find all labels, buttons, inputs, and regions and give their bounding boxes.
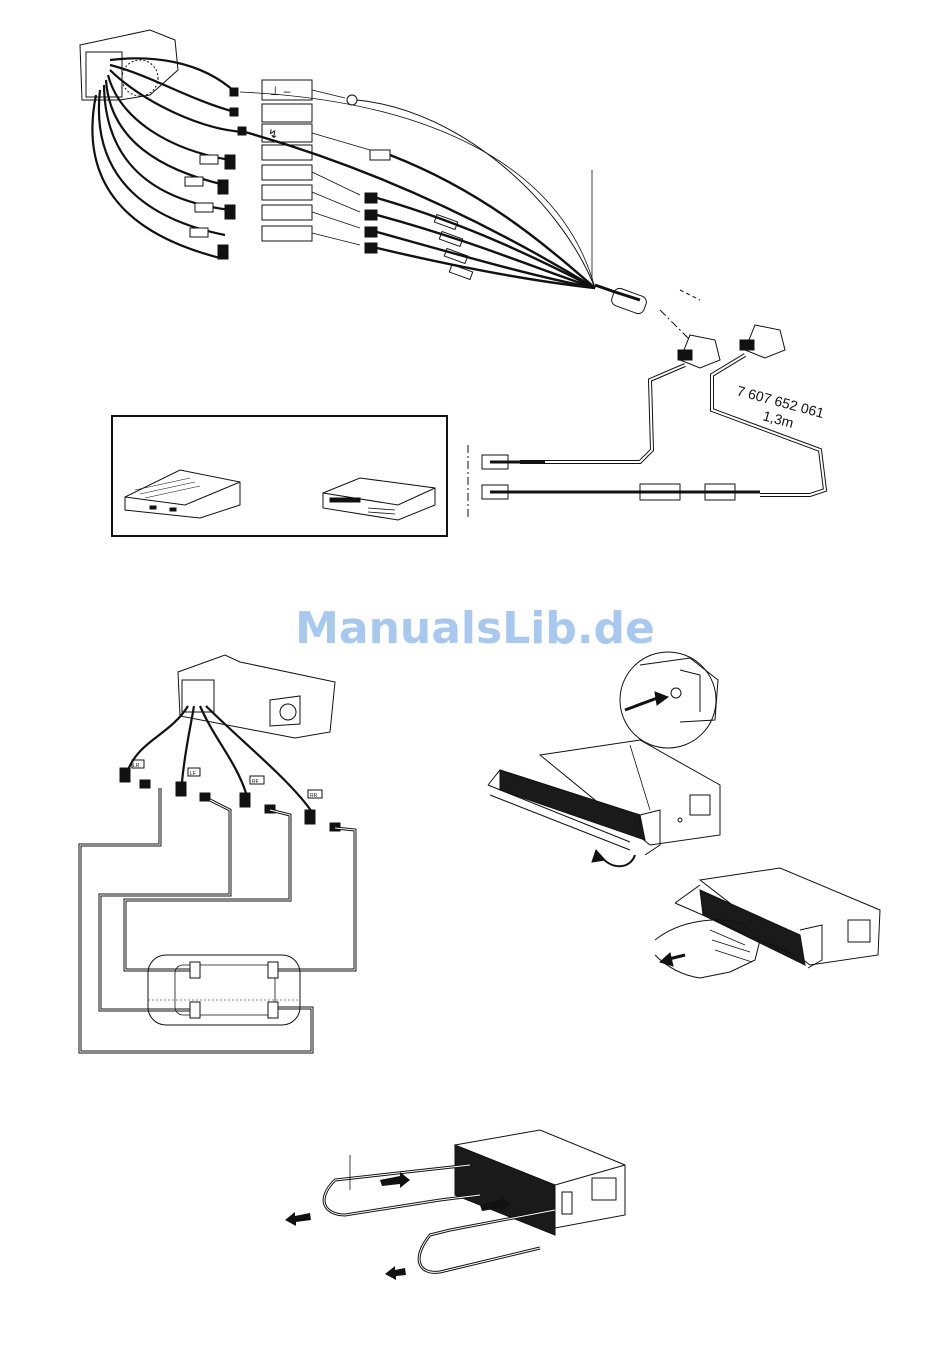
speaker-rear-right: [268, 1002, 278, 1018]
radio-rear-housing: [80, 30, 178, 100]
radio-front-face: [455, 1145, 555, 1235]
frame-release-figure: [488, 652, 880, 978]
front-panel-dark: [500, 770, 645, 840]
watermark-text: ManualsLib.de: [295, 603, 655, 654]
inline-connector: [370, 150, 390, 160]
speaker-front-left: [190, 962, 200, 978]
speaker-rear-left: [190, 1002, 200, 1018]
ground-symbol-label: ⊥ –: [270, 84, 291, 98]
speaker-tag-rr: RR: [310, 793, 318, 799]
radio-chassis-rear: [178, 655, 335, 738]
speaker-tag-lf: LF: [190, 771, 196, 777]
cd-changer-icon: [323, 478, 435, 520]
detail-zoom-circle: [620, 652, 716, 748]
wiring-harness-figure: [80, 30, 825, 536]
detail-circle: [122, 60, 158, 96]
power-symbol-label: ↯: [268, 127, 278, 141]
ring-terminal: [347, 95, 357, 105]
speaker-wiring-figure: [80, 655, 355, 1052]
car-speakers: [190, 962, 278, 1018]
front-panel-dark-2: [700, 890, 805, 965]
speaker-front-right: [268, 962, 278, 978]
speaker-tag-lr: LR: [133, 763, 140, 769]
connector-label-boxes: [262, 80, 312, 241]
speaker-tag-rf: RF: [252, 779, 259, 785]
harness-wires: [92, 58, 245, 258]
amplifier-icon: [125, 470, 240, 518]
external-devices-frame: [112, 416, 447, 536]
removal-tools-figure: [285, 1130, 625, 1280]
